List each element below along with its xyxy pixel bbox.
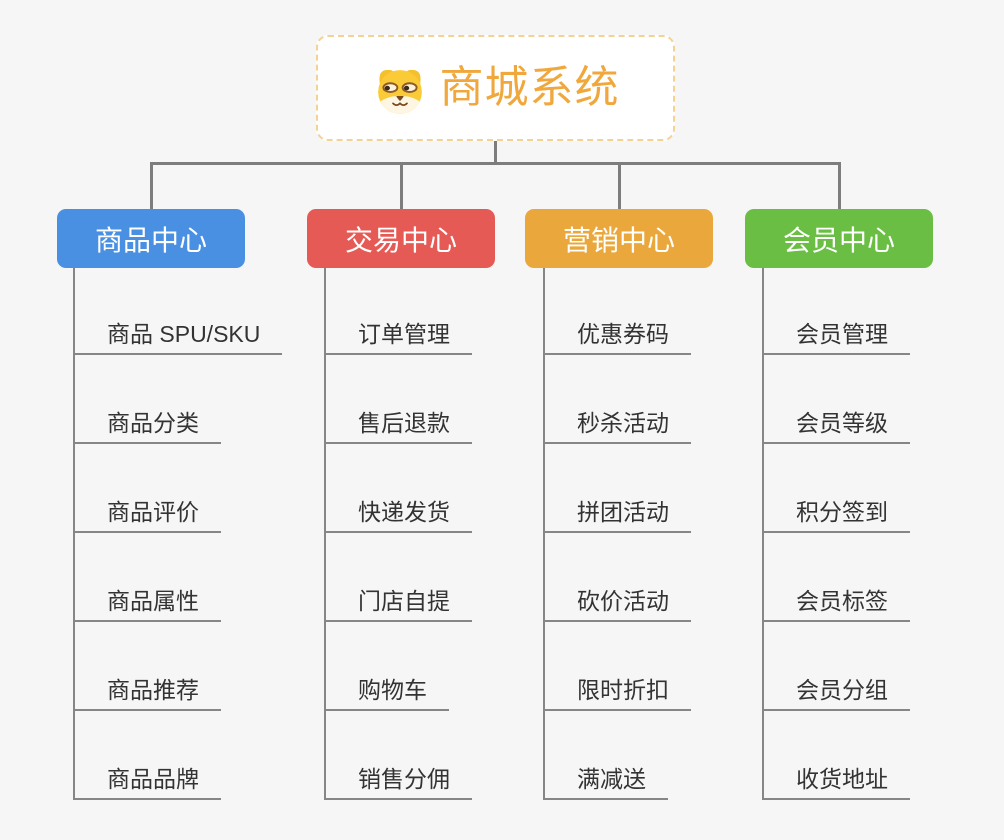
subtopic-sales-commission[interactable]: 销售分佣 [326,756,472,800]
branch-topic-marketing-center[interactable]: 营销中心 [525,209,713,268]
root-topic[interactable]: 商城系统 [316,35,675,141]
subtopic-member-tag[interactable]: 会员标签 [764,578,910,622]
subtopic-member-management[interactable]: 会员管理 [764,311,910,355]
subtopic-member-level[interactable]: 会员等级 [764,400,910,444]
subtopic-product-attribute[interactable]: 商品属性 [75,578,221,622]
subtopic-points-checkin[interactable]: 积分签到 [764,489,910,533]
branch-topic-member-center[interactable]: 会员中心 [745,209,933,268]
subtopic-group-buy[interactable]: 拼团活动 [545,489,691,533]
subtopic-bargain-activity[interactable]: 砍价活动 [545,578,691,622]
branch-topic-product-center[interactable]: 商品中心 [57,209,245,268]
branch-column-member-center: 会员管理 会员等级 积分签到 会员标签 会员分组 收货地址 [762,268,910,800]
connector-drop-marketing-center [618,162,621,209]
connector-drop-product-center [150,162,153,209]
subtopic-store-pickup[interactable]: 门店自提 [326,578,472,622]
subtopic-flash-sale[interactable]: 秒杀活动 [545,400,691,444]
connector-bus [150,162,841,165]
branch-column-trade-center: 订单管理 售后退款 快递发货 门店自提 购物车 销售分佣 [324,268,472,800]
subtopic-shopping-cart[interactable]: 购物车 [326,667,449,711]
subtopic-product-brand[interactable]: 商品品牌 [75,756,221,800]
subtopic-coupon-code[interactable]: 优惠券码 [545,311,691,355]
subtopic-shipping-address[interactable]: 收货地址 [764,756,910,800]
dog-face-icon [377,69,422,114]
branch-topic-trade-center[interactable]: 交易中心 [307,209,495,268]
subtopic-full-reduction[interactable]: 满减送 [545,756,668,800]
subtopic-product-spu-sku[interactable]: 商品 SPU/SKU [75,311,283,355]
subtopic-product-recommend[interactable]: 商品推荐 [75,667,221,711]
subtopic-product-review[interactable]: 商品评价 [75,489,221,533]
connector-drop-member-center [838,162,841,209]
branch-column-marketing-center: 优惠券码 秒杀活动 拼团活动 砍价活动 限时折扣 满减送 [543,268,691,800]
subtopic-after-sales-refund[interactable]: 售后退款 [326,400,472,444]
branch-column-product-center: 商品 SPU/SKU 商品分类 商品评价 商品属性 商品推荐 商品品牌 [73,268,283,800]
subtopic-member-group[interactable]: 会员分组 [764,667,910,711]
root-topic-label: 商城系统 [439,63,620,112]
subtopic-express-shipping[interactable]: 快递发货 [326,489,472,533]
subtopic-limited-time-discount[interactable]: 限时折扣 [545,667,691,711]
connector-root-stem [494,141,497,163]
subtopic-order-management[interactable]: 订单管理 [326,311,472,355]
subtopic-product-category[interactable]: 商品分类 [75,400,221,444]
connector-drop-trade-center [400,162,403,209]
